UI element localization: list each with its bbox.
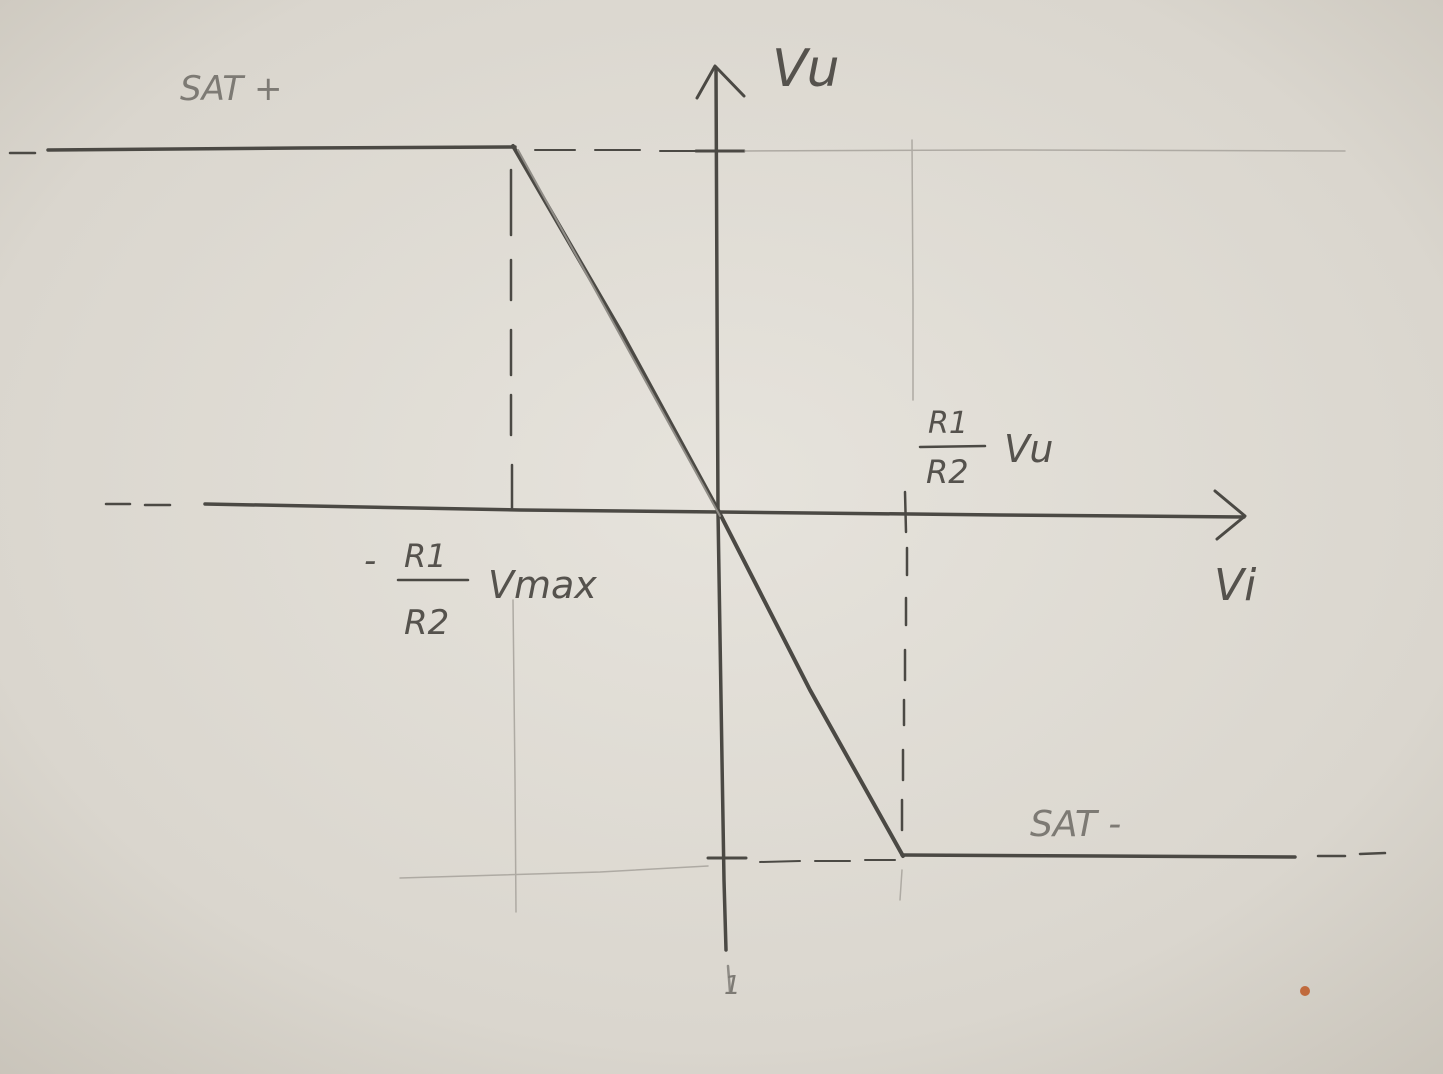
- transfer-characteristic: [511, 144, 905, 858]
- saturation-plus-line: [8, 145, 1346, 155]
- sat-minus-label: SAT -: [1030, 804, 1121, 845]
- pos-break-numerator: R1: [928, 406, 968, 441]
- tick-one-label: 1: [724, 971, 741, 1001]
- neg-break-denominator: R2: [404, 603, 449, 643]
- neg-break-variable: Vmax: [488, 563, 597, 607]
- pos-break-variable: Vu: [1004, 427, 1053, 471]
- positive-breakpoint-guide: [899, 139, 914, 901]
- positive-breakpoint-label: R1 R2 Vu: [918, 406, 1053, 491]
- negative-breakpoint-guide: [509, 168, 517, 913]
- y-axis: [694, 64, 748, 994]
- neg-break-sign: -: [364, 541, 376, 581]
- x-axis-label: Vi: [1214, 560, 1257, 611]
- pos-break-denominator: R2: [926, 453, 969, 491]
- saturation-minus-line: [399, 851, 1387, 879]
- neg-break-numerator: R1: [404, 537, 447, 575]
- y-axis-label: Vu: [772, 39, 840, 99]
- sat-plus-label: SAT +: [180, 69, 282, 109]
- paper-speck: [1300, 986, 1310, 996]
- negative-breakpoint-label: - R1 R2 Vmax: [364, 537, 597, 643]
